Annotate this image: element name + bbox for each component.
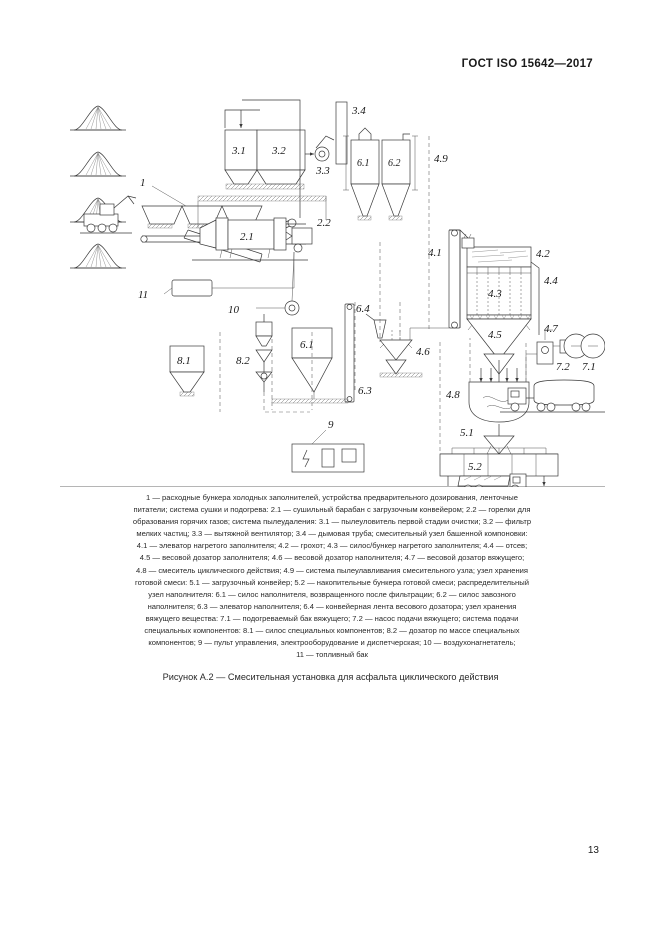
aggregate-stockpile-4 xyxy=(69,243,127,269)
weigh-feeder-belt: 6.4 xyxy=(354,302,401,392)
callout-label-6-4: 6.4 xyxy=(356,303,370,315)
callout-label-7-2: 7.2 xyxy=(556,361,570,373)
exhaust-fan: 3.3 xyxy=(305,135,335,177)
binder-pump: 7.2 xyxy=(553,339,570,373)
caption-line-1: питатели; система сушки и подогрева: 2.1… xyxy=(133,505,531,515)
bitumen-tanker-truck xyxy=(500,379,605,413)
filler-elevator: 6.3 xyxy=(271,303,372,404)
caption-line-9: наполнителя; 6.3 — элеватор наполнителя;… xyxy=(147,601,517,611)
fuel-tank: 11 xyxy=(138,252,295,301)
aggregate-weigh-hopper: 4.5 xyxy=(466,318,532,422)
callout-label-4-1: 4.1 xyxy=(428,247,442,259)
aggregate-stockpile-2 xyxy=(69,151,127,177)
service-lines xyxy=(271,242,527,452)
caption-line-5: 4.5 — весовой дозатор заполнителя; 4.6 —… xyxy=(139,553,525,563)
hot-aggregate-bins: 4.3 xyxy=(466,266,532,320)
callout-1: 1 xyxy=(140,177,187,207)
heated-binder-tanks: 7.1 xyxy=(563,333,605,373)
callout-label-10: 10 xyxy=(228,304,240,316)
special-components-doser: 8.2 xyxy=(236,314,310,413)
callout-label-8-1: 8.1 xyxy=(177,355,191,367)
aggregate-stockpile-1 xyxy=(69,105,127,131)
callout-label-2-2: 2.2 xyxy=(317,217,331,229)
page-number: 13 xyxy=(587,845,599,856)
callout-label-4-4: 4.4 xyxy=(544,275,558,287)
callout-label-5-2: 5.2 xyxy=(468,461,482,473)
dryer-drum: 2.1 xyxy=(192,217,308,261)
caption-line-4: 4.1 — элеватор нагретого заполнителя; 4.… xyxy=(136,541,528,551)
dump-truck xyxy=(457,473,527,487)
callout-label-6-1: 6.1 xyxy=(300,339,314,351)
caption-line-8: узел наполнителя: 6.1 — силос наполнител… xyxy=(148,589,516,599)
callout-label-3-4: 3.4 xyxy=(351,105,366,117)
caption-line-10: вяжущего вещества: 7.1 — подогреваемый б… xyxy=(145,613,519,623)
binder-weigh-hopper: 4.7 xyxy=(525,323,558,382)
callout-label-4-6: 4.6 xyxy=(416,346,430,358)
wheel-loader xyxy=(80,195,137,234)
callout-label-5-1: 5.1 xyxy=(460,427,474,439)
figure-caption: 1 — расходные бункера холодных заполните… xyxy=(68,492,596,661)
caption-line-11: специальных компонентов: 8.1 — силос спе… xyxy=(144,626,520,636)
reject-chute: 4.4 xyxy=(530,261,558,335)
callout-label-2-1: 2.1 xyxy=(240,231,254,243)
caption-line-13: 11 — топливный бак xyxy=(296,650,368,660)
caption-line-6: 4.8 — смеситель циклического действия; 4… xyxy=(135,565,529,575)
burner: 2.2 xyxy=(285,217,331,253)
callout-label-4-8: 4.8 xyxy=(446,389,460,401)
callout-label-4-5: 4.5 xyxy=(488,329,502,341)
callout-label-6-1-top: 6.1 xyxy=(357,158,370,169)
callout-label-3-2: 3.2 xyxy=(271,145,286,157)
hot-aggregate-elevator: 4.1 xyxy=(409,229,473,340)
caption-line-2: образования горячих газов; система пылеу… xyxy=(132,517,532,527)
load-out-conveyor: 5.1 xyxy=(460,424,515,455)
callout-label-3-1: 3.1 xyxy=(231,145,246,157)
standard-header: ГОСТ ISO 15642—2017 xyxy=(461,58,593,70)
reclaimed-filler-silo-top: 6.1 xyxy=(343,127,380,221)
caption-line-7: готовой смеси: 5.1 — загрузочный конвейе… xyxy=(135,577,529,587)
figure-title: Рисунок А.2 — Смесительная установка для… xyxy=(162,672,499,682)
callout-label-4-9: 4.9 xyxy=(434,153,448,165)
callout-label-3-3: 3.3 xyxy=(315,165,330,177)
control-panel: 9 xyxy=(291,419,365,473)
caption-line-12: компонентов; 9 — пульт управления, элект… xyxy=(148,638,516,648)
air-blower: 10 xyxy=(228,251,300,316)
callout-label-6-3: 6.3 xyxy=(358,385,372,397)
imported-filler-silo-top: 6.2 xyxy=(381,133,418,221)
special-components-silo: 8.1 xyxy=(169,332,221,412)
callout-label-1: 1 xyxy=(140,177,146,189)
figure-a2-diagram: 1 2.1 xyxy=(60,92,605,487)
callout-label-6-2-top: 6.2 xyxy=(388,158,401,169)
fine-particle-filter: 3.2 xyxy=(256,129,306,185)
callout-label-7-1: 7.1 xyxy=(582,361,596,373)
callout-label-4-3: 4.3 xyxy=(488,288,502,300)
primary-dust-collector: 3.1 xyxy=(224,109,260,185)
callout-label-11: 11 xyxy=(138,289,148,301)
exhaust-ducting xyxy=(197,99,327,228)
screen: 4.2 xyxy=(461,233,550,268)
callout-label-8-2: 8.2 xyxy=(236,355,250,367)
storage-silos: 5.2 xyxy=(439,447,559,486)
mixer-dust-collection-line: 4.9 xyxy=(428,136,448,332)
filter-discharge-belt xyxy=(225,183,305,190)
callout-label-4-2: 4.2 xyxy=(536,248,550,260)
stack: 3.4 xyxy=(335,101,366,165)
caption-line-3: мелких частиц; 3.3 — вытяжной вентилятор… xyxy=(136,529,528,539)
caption-line-0: 1 — расходные бункера холодных заполните… xyxy=(146,493,518,502)
filler-weigh-hopper: 4.6 xyxy=(379,330,430,378)
callout-label-4-7: 4.7 xyxy=(544,323,558,335)
callout-label-9: 9 xyxy=(328,419,334,431)
